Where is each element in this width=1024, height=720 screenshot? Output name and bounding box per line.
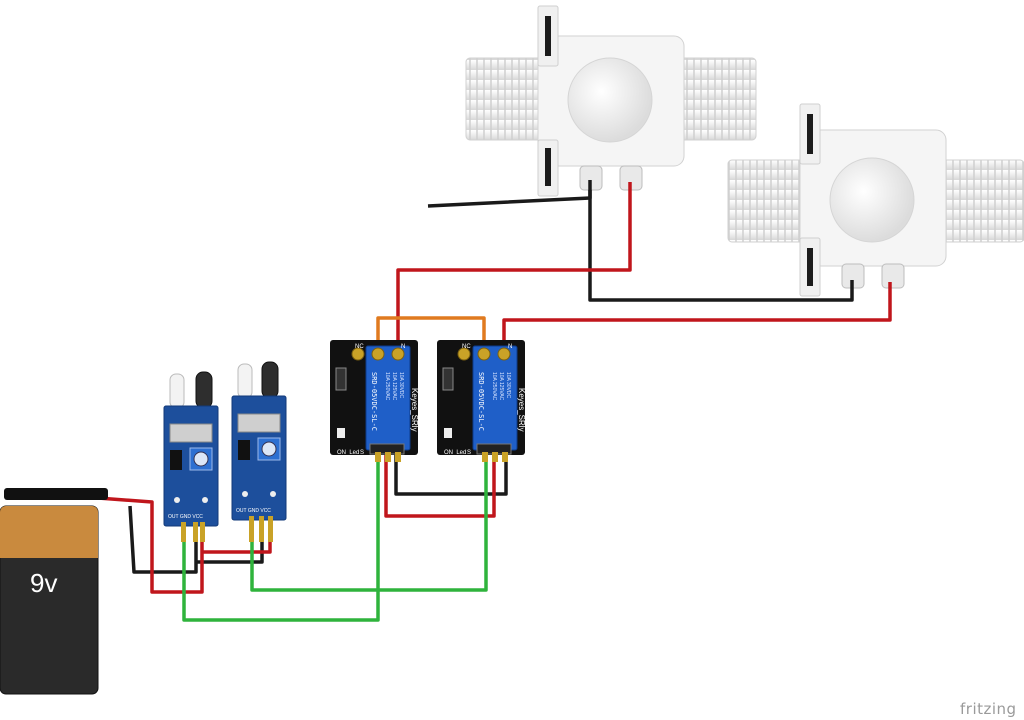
- wire-red-battery: [97, 496, 204, 594]
- wire-black-valve-common: [588, 190, 854, 302]
- wire-black-valve1-lead: [427, 180, 592, 208]
- relay-2-rating-2: 10A 125VAC: [498, 372, 504, 401]
- battery-snap-connector: [4, 488, 108, 500]
- relay-2-nc-label: NC: [462, 344, 471, 350]
- relay-1-rating-1: 10A 250VAC: [384, 372, 390, 401]
- battery-9v: 9v: [0, 488, 108, 695]
- valve-1-dome: [567, 57, 653, 143]
- relay-1-screw-no: [391, 347, 405, 361]
- wire-black-relay-gnd: [394, 455, 508, 496]
- relay-2-led: [444, 428, 452, 438]
- relay-2-diode: [442, 367, 454, 391]
- relay-1-s-label: S: [360, 450, 364, 456]
- relay-module-1: NC N SRD-05VDC-SL-C 10A 250VAC 10A 125VA…: [330, 340, 419, 462]
- relay-2-screw-nc: [457, 347, 471, 361]
- relay-2-brand: Keyes_SRly: [517, 388, 526, 432]
- relay-2-rating-1: 10A 250VAC: [491, 372, 497, 401]
- wires: [97, 180, 892, 622]
- relay-2-screw-com: [477, 347, 491, 361]
- relay-1-screw-com: [371, 347, 385, 361]
- sensor-2-ir-receiver: [261, 361, 279, 399]
- relay-1-led: [337, 428, 345, 438]
- ir-sensor-module-1: OUT GND VCC: [163, 371, 219, 542]
- relay-2-model: SRD-05VDC-SL-C: [477, 372, 485, 431]
- sensor-1-ir-receiver: [195, 371, 213, 409]
- solenoid-valve-2: [727, 103, 1024, 297]
- wire-red-sensor-link: [202, 542, 272, 554]
- solenoid-valve-1: [465, 5, 757, 197]
- relay-module-2: NC N SRD-05VDC-SL-C 10A 250VAC 10A 125VA…: [437, 340, 526, 462]
- relay-1-led-label: ON_Led: [337, 450, 359, 456]
- relay-1-rating-2: 10A 125VAC: [391, 372, 397, 401]
- relay-2-s-label: S: [467, 450, 471, 456]
- sensor-1-ir-emitter: [169, 373, 185, 409]
- sensor-1-chip: [170, 450, 182, 470]
- relay-2-led-label: ON_Led: [444, 450, 466, 456]
- valve-2-dome: [829, 157, 915, 243]
- sensor-2-chip: [238, 440, 250, 460]
- sensor-2-ir-emitter: [237, 363, 253, 399]
- sensor-1-pin-labels: OUT GND VCC: [168, 514, 203, 520]
- relay-1-brand: Keyes_SRly: [410, 388, 419, 432]
- relay-2-no-label: N: [508, 344, 512, 350]
- relay-1-model: SRD-05VDC-SL-C: [370, 372, 378, 431]
- wire-green-sensor1: [182, 455, 380, 622]
- wire-red-valve2: [502, 282, 892, 352]
- fritzing-watermark: fritzing: [960, 700, 1017, 718]
- relay-1-no-label: N: [401, 344, 405, 350]
- battery-label: 9v: [30, 568, 57, 598]
- relay-2-screw-no: [497, 347, 511, 361]
- wire-red-valve1: [396, 182, 632, 352]
- wire-black-sensor-link: [196, 542, 264, 564]
- wire-red-relay-vcc: [384, 455, 496, 518]
- wire-green-sensor2: [250, 455, 488, 592]
- wire-orange-relay-link: [376, 316, 486, 352]
- relay-1-diode: [335, 367, 347, 391]
- relay-1-rating-3: 10A 30VDC: [398, 372, 404, 399]
- relay-1-nc-label: NC: [355, 344, 364, 350]
- ir-sensor-module-2: OUT GND VCC: [231, 361, 287, 542]
- valve-2-terminal-b: [881, 263, 905, 289]
- relay-2-rating-3: 10A 30VDC: [505, 372, 511, 399]
- wire-black-battery: [128, 505, 198, 574]
- relay-1-screw-nc: [351, 347, 365, 361]
- sensor-2-pin-labels: OUT GND VCC: [236, 508, 271, 514]
